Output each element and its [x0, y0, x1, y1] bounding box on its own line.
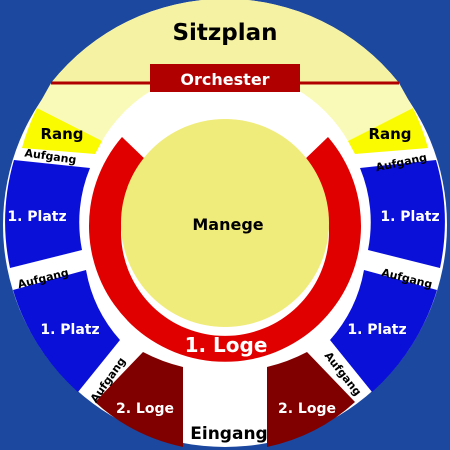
title: Sitzplan	[172, 20, 277, 46]
loge2-right-label: 2. Loge	[278, 401, 336, 417]
orchestra-label: Orchester	[180, 70, 269, 89]
entrance-label: Eingang	[190, 424, 267, 444]
platz-lower-right-label: 1. Platz	[347, 322, 406, 338]
section-rang-right[interactable]	[348, 108, 428, 154]
section-platz-upper-left[interactable]	[5, 160, 91, 268]
platz-upper-right-label: 1. Platz	[380, 209, 439, 225]
manege-circle[interactable]	[121, 119, 329, 327]
section-loge2-left[interactable]	[95, 352, 183, 447]
orchestra-box	[150, 64, 300, 92]
section-platz-lower-left[interactable]	[13, 270, 120, 392]
section-loge2-right[interactable]	[267, 352, 355, 447]
platz-upper-left-label: 1. Platz	[7, 209, 66, 225]
stage-top-area	[51, 0, 399, 83]
rang-right-label: Rang	[368, 125, 411, 143]
rang-left-label: Rang	[40, 125, 83, 143]
platz-lower-left-label: 1. Platz	[40, 322, 99, 338]
loge2-left-label: 2. Loge	[116, 401, 174, 417]
loge-ring[interactable]	[89, 137, 362, 362]
section-platz-upper-right[interactable]	[360, 160, 445, 268]
section-rang-left[interactable]	[22, 108, 102, 154]
manege-label: Manege	[192, 215, 263, 234]
first-box-label: 1. Loge	[185, 333, 268, 357]
section-platz-lower-right[interactable]	[330, 270, 437, 392]
